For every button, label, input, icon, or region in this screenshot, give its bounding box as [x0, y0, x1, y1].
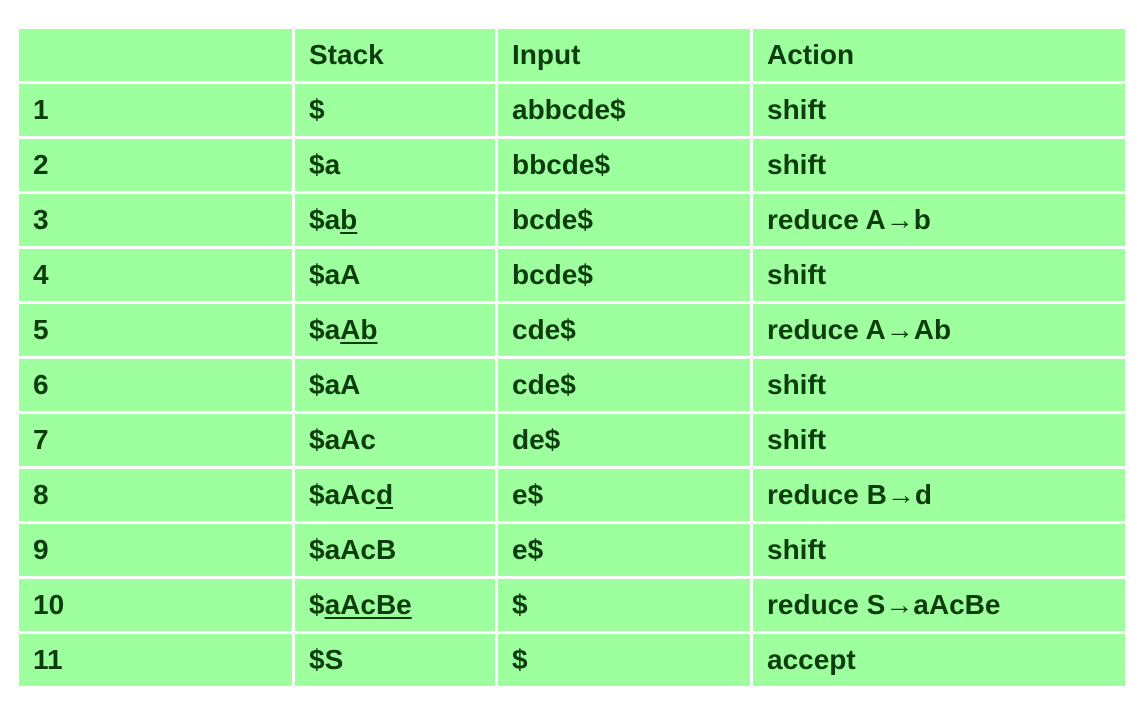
- action-cell: accept: [753, 634, 1125, 689]
- step-number-cell: 4: [19, 249, 295, 304]
- input-cell: e$: [498, 524, 753, 579]
- header-step: [19, 29, 295, 84]
- action-cell: reduce S→aAcBe: [753, 579, 1125, 634]
- stack-handle: aAcBe: [324, 589, 412, 620]
- input-cell: $: [498, 579, 753, 634]
- input-cell: bcde$: [498, 249, 753, 304]
- step-number-cell: 9: [19, 524, 295, 579]
- input-cell: bbcde$: [498, 139, 753, 194]
- stack-cell: $a: [295, 139, 498, 194]
- stack-cell: $: [295, 84, 498, 139]
- stack-prefix: $: [309, 589, 325, 620]
- step-number-cell: 11: [19, 634, 295, 689]
- stack-prefix: $S: [309, 644, 344, 675]
- input-cell: abbcde$: [498, 84, 753, 139]
- stack-cell: $aAcd: [295, 469, 498, 524]
- action-cell: shift: [753, 139, 1125, 194]
- table-row: 7 $aAc de$shift: [19, 414, 1125, 469]
- input-cell: bcde$: [498, 194, 753, 249]
- stack-prefix: $a: [309, 204, 341, 235]
- step-number-cell: 3: [19, 194, 295, 249]
- step-number-cell: 8: [19, 469, 295, 524]
- action-cell: shift: [753, 359, 1125, 414]
- stack-cell: $aAcBe: [295, 579, 498, 634]
- stack-handle: b: [340, 204, 358, 235]
- table-row: 1 $ abbcde$shift: [19, 84, 1125, 139]
- stack-cell: $aAc: [295, 414, 498, 469]
- table-row: 2 $a bbcde$shift: [19, 139, 1125, 194]
- stack-prefix: $aAc: [309, 479, 376, 510]
- stack-cell: $aAcB: [295, 524, 498, 579]
- step-number-cell: 2: [19, 139, 295, 194]
- action-cell: shift: [753, 414, 1125, 469]
- table-row: 11 $S $accept: [19, 634, 1125, 689]
- stack-prefix: $a: [309, 149, 341, 180]
- stack-cell: $S: [295, 634, 498, 689]
- input-cell: e$: [498, 469, 753, 524]
- stack-prefix: $aAc: [309, 424, 376, 455]
- action-cell: reduce B→d: [753, 469, 1125, 524]
- stack-cell: $ab: [295, 194, 498, 249]
- action-cell: reduce A→b: [753, 194, 1125, 249]
- stack-handle: d: [375, 479, 394, 510]
- table-row: 6 $aA cde$shift: [19, 359, 1125, 414]
- action-cell: shift: [753, 84, 1125, 139]
- table-row: 9 $aAcB e$shift: [19, 524, 1125, 579]
- step-number-cell: 1: [19, 84, 295, 139]
- action-cell: reduce A→Ab: [753, 304, 1125, 359]
- step-number-cell: 5: [19, 304, 295, 359]
- stack-prefix: $aA: [309, 369, 361, 400]
- table-row: 10$aAcBe$reduce S→aAcBe: [19, 579, 1125, 634]
- header-input: Input: [498, 29, 753, 84]
- stack-cell: $aA: [295, 359, 498, 414]
- input-cell: cde$: [498, 359, 753, 414]
- header-action: Action: [753, 29, 1125, 84]
- stack-prefix: $aA: [309, 259, 361, 290]
- stack-cell: $aA: [295, 249, 498, 304]
- input-cell: $: [498, 634, 753, 689]
- input-cell: de$: [498, 414, 753, 469]
- stack-cell: $aAb: [295, 304, 498, 359]
- stack-prefix: $aAcB: [309, 534, 397, 565]
- input-cell: cde$: [498, 304, 753, 359]
- action-cell: shift: [753, 524, 1125, 579]
- step-number-cell: 7: [19, 414, 295, 469]
- stack-prefix: $: [309, 94, 325, 125]
- stack-prefix: $a: [309, 314, 341, 345]
- step-number-cell: 6: [19, 359, 295, 414]
- table-row: 4 $aA bcde$shift: [19, 249, 1125, 304]
- header-row: Stack Input Action: [19, 29, 1125, 84]
- stack-handle: Ab: [340, 314, 378, 345]
- step-number-cell: 10: [19, 579, 295, 634]
- action-cell: shift: [753, 249, 1125, 304]
- header-stack: Stack: [295, 29, 498, 84]
